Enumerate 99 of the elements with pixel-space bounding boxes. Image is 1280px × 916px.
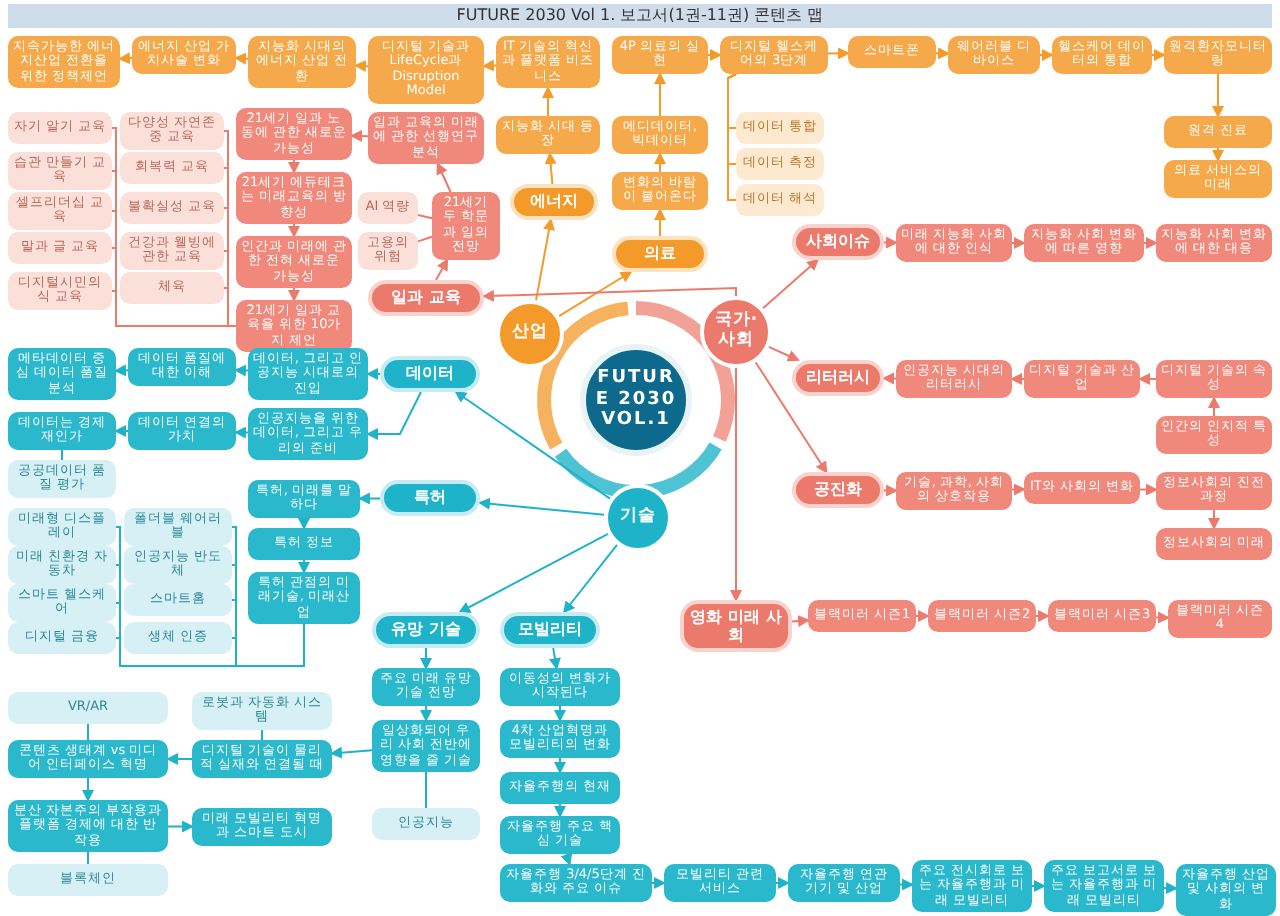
connector-line <box>261 729 263 741</box>
arrow <box>298 517 310 530</box>
arrow <box>114 364 129 377</box>
connector-line <box>417 235 433 243</box>
arrow <box>298 559 310 574</box>
arrow <box>558 270 633 318</box>
connector-line <box>727 73 737 201</box>
arrow <box>1035 610 1050 622</box>
arrow <box>1138 373 1157 385</box>
arrow <box>654 152 666 173</box>
arrow <box>358 492 381 505</box>
arrow <box>1163 882 1178 895</box>
connector-line <box>61 449 63 461</box>
arrow <box>350 130 369 143</box>
category-pill: 의료 <box>612 236 708 272</box>
title: FUTURE 2030 Vol 1. 보고서(1권-11권) 콘텐츠 맵 <box>8 4 1272 28</box>
arrow <box>544 152 557 185</box>
arrow <box>707 49 722 61</box>
connector-line <box>223 287 237 327</box>
arrow <box>114 425 129 437</box>
arrow <box>166 753 193 765</box>
category-pill: 사회이슈 <box>792 224 884 260</box>
arrow <box>882 372 897 385</box>
arrow <box>542 86 554 117</box>
arrow <box>1151 49 1166 61</box>
category-pill: 모빌리티 <box>500 612 600 648</box>
arrow <box>82 777 94 802</box>
arrow <box>654 72 666 117</box>
category-pill: 에너지 <box>510 184 598 220</box>
arrow <box>330 746 373 759</box>
arrow <box>775 877 790 889</box>
arrow <box>562 543 618 614</box>
hub-circle: FUTURE 2030 VOL.1 <box>580 344 692 456</box>
arrow <box>535 218 555 302</box>
arrow <box>482 59 497 72</box>
arrow <box>549 647 561 670</box>
topic-circle: 기술 <box>604 484 672 552</box>
category-pill: 유망 기술 <box>372 612 480 648</box>
arrow <box>651 877 666 889</box>
arrow <box>234 364 249 377</box>
arrow <box>354 60 369 73</box>
arrow <box>1212 73 1224 118</box>
arrow <box>366 368 381 380</box>
arrow <box>435 258 449 281</box>
arrow <box>478 497 606 516</box>
arrow <box>234 426 249 439</box>
arrow <box>560 852 573 866</box>
connector-line <box>417 214 433 220</box>
topic-circle: 국가·사회 <box>700 296 772 368</box>
arrow <box>935 47 950 60</box>
arrow <box>899 878 914 891</box>
arrow <box>436 162 452 193</box>
arrow <box>366 391 422 440</box>
arrow <box>234 52 249 65</box>
arrow <box>1212 147 1224 162</box>
arrow <box>1208 509 1220 530</box>
category-pill: 리터러시 <box>792 360 884 396</box>
arrow <box>915 610 930 622</box>
topic-circle: 산업 <box>496 300 564 368</box>
arrow <box>167 820 194 833</box>
arrow <box>1011 237 1026 249</box>
arrow <box>1011 483 1026 496</box>
arrow <box>791 615 810 628</box>
arrow <box>554 705 566 722</box>
arrow <box>1031 880 1046 892</box>
arrow <box>1039 49 1054 61</box>
arrow <box>1010 373 1025 385</box>
category-pill: 일과 교육 <box>368 280 484 316</box>
arrow <box>1143 237 1158 249</box>
arrow <box>827 47 850 60</box>
arrow <box>883 236 898 249</box>
arrow <box>1155 611 1170 624</box>
arrow <box>754 361 828 474</box>
arrow <box>1139 483 1158 496</box>
arrow <box>420 647 432 670</box>
arrow <box>554 803 566 818</box>
category-pill: 특허 <box>380 480 480 516</box>
arrow <box>883 484 898 497</box>
arrow <box>767 345 800 362</box>
arrow <box>482 286 737 302</box>
connector-line <box>231 623 305 667</box>
arrow <box>458 532 609 613</box>
category-pill: 데이터 <box>380 356 480 392</box>
category-pill: 공진화 <box>792 472 884 508</box>
arrow <box>288 159 300 174</box>
arrow <box>288 287 300 302</box>
arrow <box>654 208 666 237</box>
arrow <box>762 258 820 310</box>
category-pill: 영화 미래 사회 <box>680 600 792 653</box>
arrow <box>420 705 432 722</box>
connector-line <box>87 723 89 741</box>
connector-line <box>87 851 89 865</box>
arrow <box>118 52 133 65</box>
arrow <box>288 223 300 238</box>
arrow <box>730 367 742 602</box>
arrow <box>454 390 611 500</box>
arrow <box>554 757 566 774</box>
arrow <box>1208 396 1220 417</box>
connector-line <box>425 771 427 809</box>
